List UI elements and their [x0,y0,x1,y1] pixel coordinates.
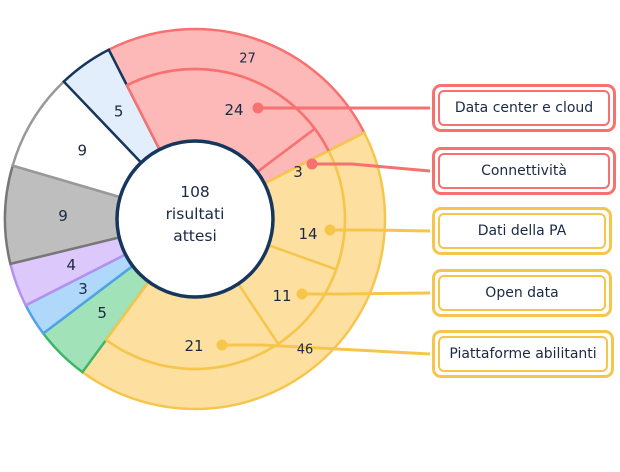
leader-line-2 [330,228,431,233]
center-total: 108 [180,183,210,201]
leader-lines-layer [216,102,431,356]
callout-inner-border-3 [438,275,606,311]
callout-label-4: Piattaforme abilitanti [449,346,597,362]
center-line-1: risultati [165,205,225,223]
inner-value-label-3: 11 [272,287,291,305]
outer-value-label-4: 4 [66,256,76,274]
callout-2: Dati della PA [432,207,612,255]
leader-line-3 [302,291,431,296]
center-label: 108 risultati attesi [120,181,270,247]
leader-line-1 [312,162,431,173]
leader-dot-3 [296,288,308,300]
inner-value-label-0: 24 [224,101,243,119]
callout-inner-border-2 [438,213,606,249]
outer-value-label-6: 9 [77,141,87,159]
center-line-2: attesi [173,227,217,245]
outer-value-label-0: 27 [239,51,256,66]
inner-value-label-2: 14 [298,225,317,243]
leader-dot-4 [216,339,228,351]
ring-divider-1 [105,150,347,371]
inner-value-label-4: 21 [184,337,203,355]
leader-dot-2 [324,224,336,236]
ring-divider-0 [126,67,330,152]
callout-0: Data center e cloud [432,84,616,132]
outer-value-label-1: 46 [297,343,314,358]
inner-value-label-1: 3 [293,163,303,181]
wedges-layer [3,27,387,411]
leader-line-4 [222,343,431,356]
callout-inner-border-4 [438,336,608,372]
callout-label-1: Connettività [481,163,567,179]
outer-value-label-2: 5 [97,304,107,322]
callout-label-0: Data center e cloud [454,100,594,116]
center-circle [115,139,275,299]
callout-inner-border-0 [438,90,610,126]
callout-inner-border-1 [438,153,610,189]
outer-value-label-5: 9 [58,207,68,225]
leader-dot-0 [252,102,264,114]
leader-dot-1 [306,158,318,170]
outer-value-label-3: 3 [78,280,88,298]
outer-value-label-7: 5 [114,102,124,120]
callout-1: Connettività [432,147,616,195]
callout-4: Piattaforme abilitanti [432,330,614,378]
callout-3: Open data [432,269,612,317]
callout-label-2: Dati della PA [477,223,567,239]
callout-label-3: Open data [485,285,559,301]
